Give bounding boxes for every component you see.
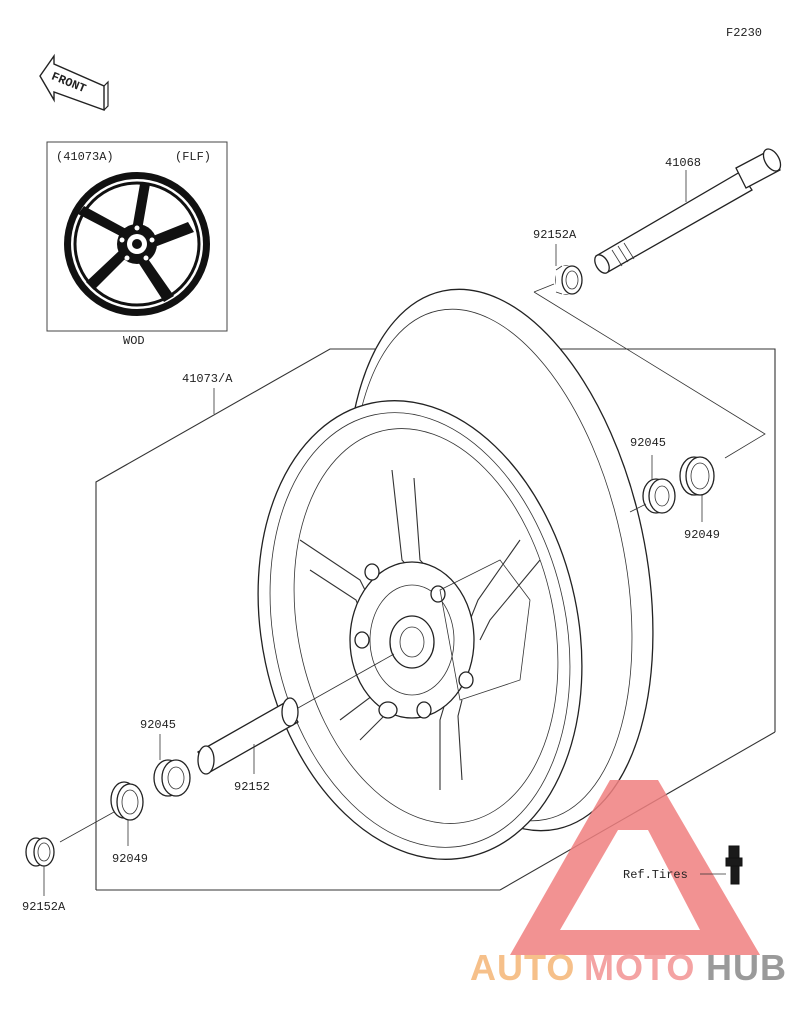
bearing-left-part: 92045 [140, 718, 191, 797]
inset-caption: WOD [123, 334, 145, 348]
bearing-left-label: 92045 [140, 718, 176, 732]
watermark-moto: MOTO [584, 947, 695, 988]
valve-part: Ref.Tires [623, 845, 743, 885]
collar-right-label: 92152A [533, 228, 577, 242]
watermark-text: AUTO MOTO HUB [470, 947, 787, 988]
spacer-label: 92152 [234, 780, 270, 794]
collar-left-part: 92152A [22, 837, 66, 914]
wheel-label: 41073/A [182, 372, 233, 386]
seal-left-part: 92049 [110, 781, 148, 866]
spacer-part: 92152 [197, 697, 299, 794]
front-arrow-icon: FRONT [39, 53, 109, 111]
inset-part-label: (41073A) [56, 150, 114, 164]
inset-variant-label: (FLF) [175, 150, 211, 164]
seal-right-label: 92049 [684, 528, 720, 542]
ref-tires-label: Ref.Tires [623, 868, 688, 882]
axis-line-right [533, 283, 555, 293]
bearing-right-label: 92045 [630, 436, 666, 450]
front-wheel [257, 288, 654, 860]
bearing-right-part: 92045 [629, 436, 676, 514]
watermark-auto: AUTO [470, 947, 575, 988]
inset-box: (41073A) (FLF) WOD [46, 141, 228, 348]
axle-part: 41068 [594, 148, 782, 274]
figure-code: F2230 [726, 26, 762, 40]
axle-label: 41068 [665, 156, 701, 170]
watermark-logo-icon [510, 780, 760, 955]
axis-line-left [297, 653, 395, 709]
watermark-hub: HUB [706, 947, 787, 988]
seal-left-label: 92049 [112, 852, 148, 866]
inset-wheel-icon [64, 172, 210, 316]
collar-left-label: 92152A [22, 900, 66, 914]
collar-right-part: 92152A [533, 228, 583, 295]
seal-right-part: 92049 [679, 456, 720, 542]
